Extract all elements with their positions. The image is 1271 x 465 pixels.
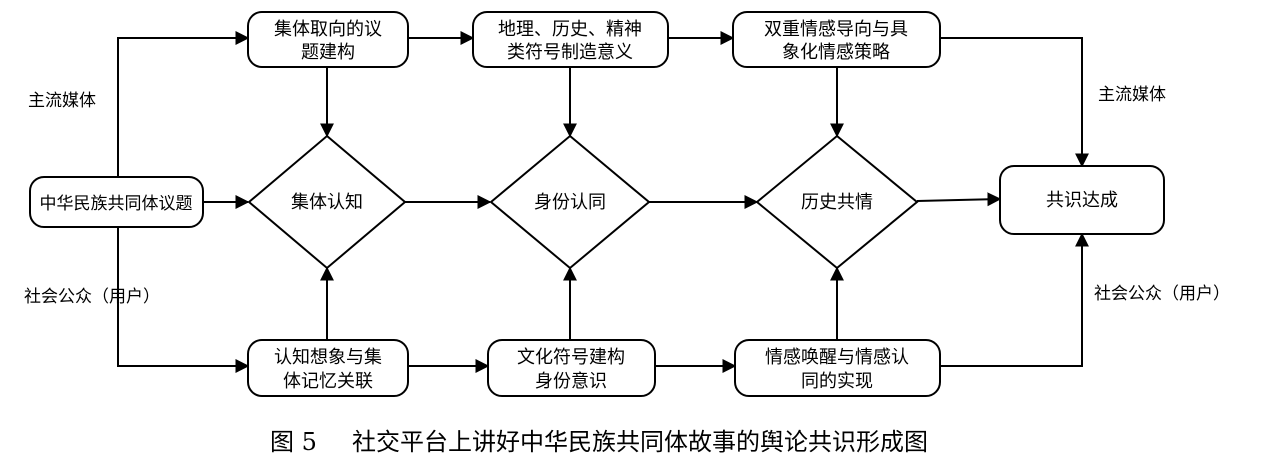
caption-figure-number: 图 5 <box>270 428 317 456</box>
mid-node-2-label: 身份认同 <box>534 192 606 213</box>
edge-source-to-top1 <box>117 31 250 177</box>
top-node-1-line-2: 题建构 <box>301 42 355 63</box>
mid-node-1: 集体认知 <box>247 134 407 270</box>
source-node-label: 中华民族共同体议题 <box>40 194 193 214</box>
bottom-node-3: 情感唤醒与情感认 同的实现 <box>734 339 941 397</box>
side-label-left-top: 主流媒体 <box>28 91 96 111</box>
top-node-2: 地理、历史、精神 类符号制造意义 <box>472 11 669 68</box>
bottom-node-1: 认知想象与集 体记忆关联 <box>247 339 409 397</box>
source-node: 中华民族共同体议题 <box>29 176 204 228</box>
top-node-1: 集体取向的议 题建构 <box>247 11 409 68</box>
bottom-node-2-line-1: 文化符号建构 <box>517 347 625 368</box>
bottom-node-3-line-1: 情感唤醒与情感认 <box>765 347 909 368</box>
top-node-2-line-1: 地理、历史、精神 <box>498 19 642 40</box>
edge-top3-to-target <box>940 37 1089 168</box>
top-node-2-line-2: 类符号制造意义 <box>507 42 633 63</box>
bottom-node-1-line-2: 体记忆关联 <box>283 371 373 392</box>
mid-node-2: 身份认同 <box>489 134 651 270</box>
target-node: 共识达成 <box>999 165 1165 235</box>
mid-node-1-label: 集体认知 <box>291 192 363 213</box>
mid-node-3-label: 历史共情 <box>801 192 873 213</box>
mid-node-3: 历史共情 <box>755 134 919 270</box>
bottom-node-1-line-1: 认知想象与集 <box>274 347 382 368</box>
top-node-3: 双重情感导向与具 象化情感策略 <box>732 11 941 68</box>
side-label-right-bottom: 社会公众（用户） <box>1094 284 1230 304</box>
edges <box>117 31 1089 373</box>
side-label-right-top: 主流媒体 <box>1098 85 1166 105</box>
edge-mid3-to-target <box>916 192 1002 207</box>
bottom-node-2-line-2: 身份意识 <box>535 371 607 392</box>
top-node-1-line-1: 集体取向的议 <box>274 19 382 40</box>
figure-caption: 图 5 社交平台上讲好中华民族共同体故事的舆论共识形成图 <box>270 428 928 456</box>
top-node-3-line-1: 双重情感导向与具 <box>764 19 908 40</box>
edge-source-to-bottom1 <box>117 227 250 373</box>
bottom-node-2: 文化符号建构 身份意识 <box>487 339 656 397</box>
top-node-3-line-2: 象化情感策略 <box>782 42 890 63</box>
side-label-left-bottom: 社会公众（用户） <box>24 287 160 307</box>
bottom-node-3-line-2: 同的实现 <box>801 371 873 392</box>
caption-title: 社交平台上讲好中华民族共同体故事的舆论共识形成图 <box>352 428 928 456</box>
edge-bottom3-to-target <box>940 232 1089 367</box>
target-node-label: 共识达成 <box>1046 190 1118 211</box>
